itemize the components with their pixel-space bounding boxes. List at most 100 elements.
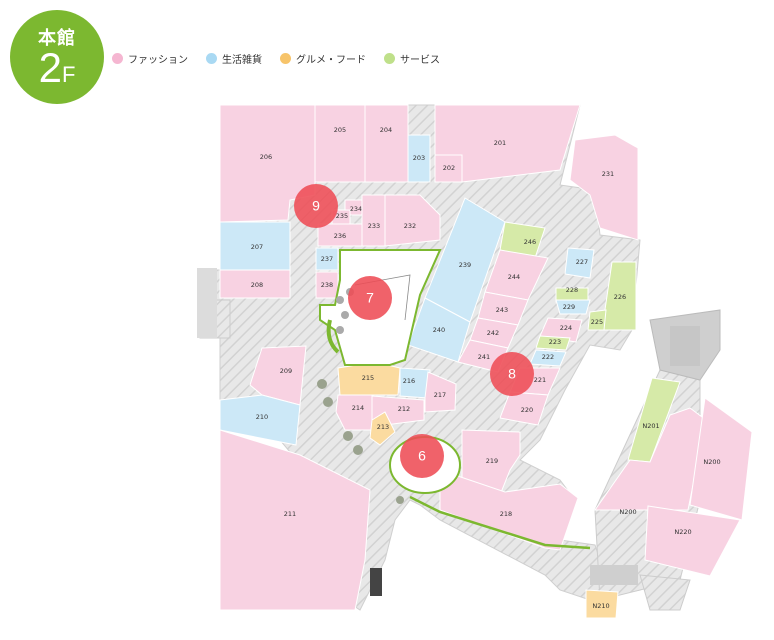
shop-label-224: 224	[560, 324, 572, 332]
building-name: 本館	[38, 28, 76, 49]
shop-label-236: 236	[334, 232, 346, 240]
shop-N220[interactable]	[644, 505, 741, 577]
shop-217[interactable]	[424, 371, 457, 413]
shop-label-216: 216	[403, 377, 415, 385]
shop-203[interactable]	[407, 134, 431, 183]
shop-label-204: 204	[380, 126, 392, 134]
shop-label-201: 201	[494, 139, 506, 147]
shop-label-212: 212	[398, 405, 410, 413]
shop-label-242: 242	[487, 329, 499, 337]
location-marker-7[interactable]	[348, 276, 392, 320]
shop-210[interactable]	[219, 394, 301, 446]
trees	[317, 379, 404, 504]
shop-label-214: 214	[352, 404, 364, 412]
legend-food-dot	[280, 52, 291, 64]
shop-231[interactable]	[569, 134, 639, 241]
location-marker-label-9: 9	[312, 198, 320, 214]
shop-label-N200b: N200	[703, 458, 720, 466]
legend-living-dot	[206, 52, 217, 64]
shop-233[interactable]	[361, 194, 386, 247]
legend-fashion: ファッション	[112, 51, 188, 66]
shop-label-208: 208	[251, 281, 263, 289]
shop-label-241: 241	[478, 353, 490, 361]
shop-label-N200: N200	[619, 508, 636, 516]
floor-badge: 本館 2F	[10, 10, 104, 104]
shop-label-211: 211	[284, 510, 296, 518]
legend-food: グルメ・フード	[280, 51, 366, 66]
shop-label-240: 240	[433, 326, 445, 334]
shop-229[interactable]	[555, 299, 591, 315]
shop-label-225: 225	[591, 318, 603, 326]
shop-211[interactable]	[219, 429, 371, 611]
shop-214[interactable]	[335, 394, 373, 431]
shop-label-221: 221	[534, 376, 546, 384]
shop-label-210: 210	[256, 413, 268, 421]
shop-223[interactable]	[535, 335, 571, 351]
shop-label-N201: N201	[642, 422, 659, 430]
shop-225[interactable]	[587, 309, 607, 331]
legend-living: 生活雑貨	[206, 51, 262, 66]
legend-service-dot	[384, 52, 395, 64]
shop-240[interactable]	[407, 297, 471, 363]
shop-label-227: 227	[576, 258, 588, 266]
shop-227[interactable]	[564, 247, 595, 279]
shop-label-203: 203	[413, 154, 425, 162]
shop-208[interactable]	[219, 269, 291, 299]
shop-label-237: 237	[321, 255, 333, 263]
location-marker-label-8: 8	[508, 366, 516, 382]
shop-label-246: 246	[524, 238, 536, 246]
shop-label-238: 238	[321, 281, 333, 289]
shop-label-217: 217	[434, 391, 446, 399]
shop-label-205: 205	[334, 126, 346, 134]
shop-label-219: 219	[486, 457, 498, 465]
shop-205[interactable]	[314, 104, 366, 183]
shop-label-N210: N210	[592, 602, 609, 610]
shop-label-233: 233	[368, 222, 380, 230]
shop-label-206: 206	[260, 153, 272, 161]
legend-service: サービス	[384, 51, 440, 66]
shop-label-220: 220	[521, 406, 533, 414]
shop-N210[interactable]	[585, 589, 619, 619]
legend-fashion-dot	[112, 52, 123, 64]
shop-label-229: 229	[563, 303, 575, 311]
shop-label-209: 209	[280, 367, 292, 375]
shop-222[interactable]	[529, 349, 567, 367]
shop-label-244: 244	[508, 273, 520, 281]
location-marker-8[interactable]	[490, 352, 534, 396]
shop-label-202: 202	[443, 164, 455, 172]
location-marker-label-7: 7	[366, 290, 374, 306]
shop-label-234: 234	[350, 205, 362, 213]
shop-237[interactable]	[315, 247, 339, 271]
location-marker-9[interactable]	[294, 184, 338, 228]
shop-label-232: 232	[404, 222, 416, 230]
shop-220[interactable]	[499, 391, 549, 426]
shop-204[interactable]	[364, 104, 409, 183]
shop-232[interactable]	[384, 194, 441, 247]
location-marker-label-6: 6	[418, 448, 426, 464]
shop-label-222: 222	[542, 353, 554, 361]
category-legend: ファッション 生活雑貨 グルメ・フード サービス	[112, 50, 440, 66]
floor-number: 2F	[38, 44, 76, 91]
shop-226[interactable]	[601, 261, 637, 331]
stairs	[370, 568, 382, 596]
shop-N200b[interactable]	[689, 397, 753, 521]
shop-label-226: 226	[614, 293, 626, 301]
shop-label-215: 215	[362, 374, 374, 382]
shop-label-239: 239	[459, 261, 471, 269]
shop-224[interactable]	[539, 317, 583, 343]
shop-label-207: 207	[251, 243, 263, 251]
shop-201[interactable]	[434, 104, 581, 183]
shop-label-243: 243	[496, 306, 508, 314]
shop-label-231: 231	[602, 170, 614, 178]
shop-213[interactable]	[369, 411, 396, 446]
shop-label-228: 228	[566, 286, 578, 294]
shop-label-223: 223	[549, 338, 561, 346]
shop-label-235: 235	[336, 212, 348, 220]
shop-label-218: 218	[500, 510, 512, 518]
shop-label-213: 213	[377, 423, 389, 431]
walkway-route	[409, 495, 591, 550]
shop-N200[interactable]	[594, 407, 707, 511]
location-marker-6[interactable]	[400, 434, 444, 478]
shop-label-N220: N220	[674, 528, 691, 536]
